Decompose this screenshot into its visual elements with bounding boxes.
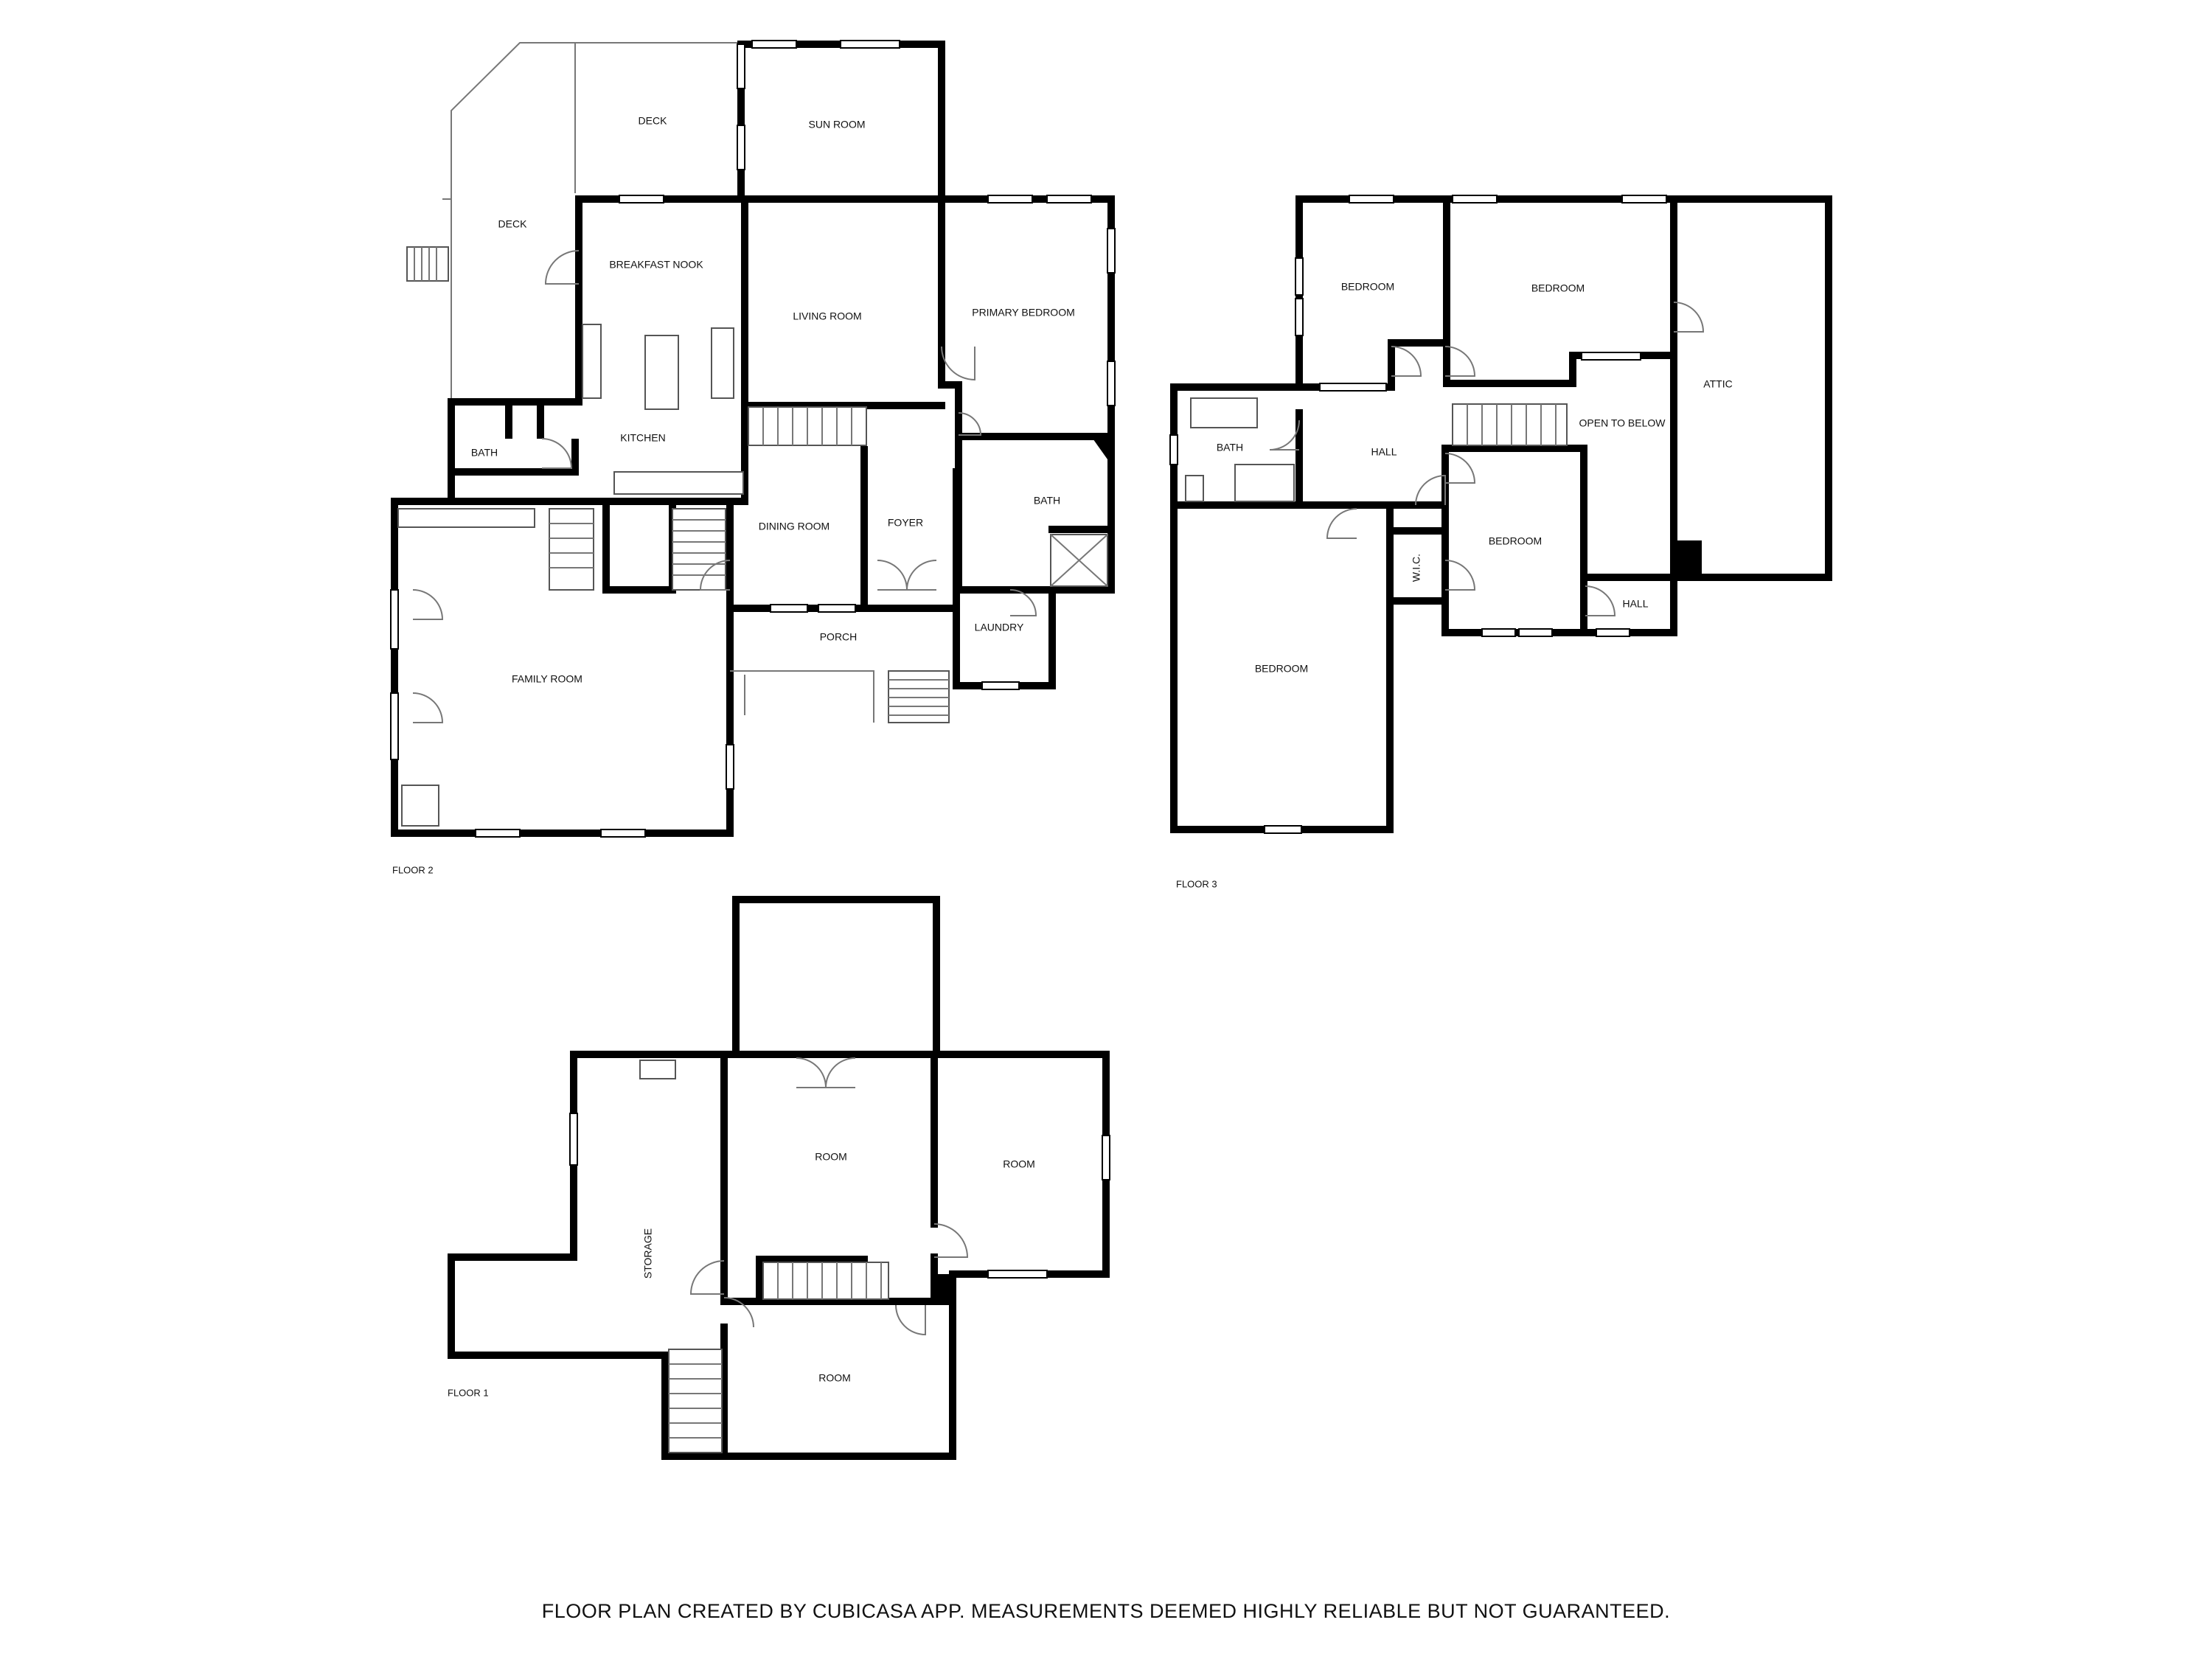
family-stair bbox=[549, 508, 594, 591]
kitchen-island bbox=[644, 335, 679, 410]
room-label-wic: W.I.C. bbox=[1411, 554, 1422, 582]
room-label-hall-2: HALL bbox=[1622, 598, 1648, 610]
floor-label-floor-3: FLOOR 3 bbox=[1176, 878, 1217, 889]
floor-2: DECK DECK SUN ROOM BREAKFAST NOOK LIVING… bbox=[390, 40, 1116, 875]
floor2-doors bbox=[412, 250, 1037, 723]
floor-label-floor-2: FLOOR 2 bbox=[392, 864, 434, 875]
floor3-windows bbox=[1169, 195, 1667, 834]
room-label-room-bottom: ROOM bbox=[818, 1372, 851, 1384]
room-label-dining-room: DINING ROOM bbox=[759, 521, 830, 532]
floor3-stair bbox=[1452, 403, 1568, 446]
floor1-windows bbox=[569, 1113, 1110, 1279]
floor1-top-box bbox=[732, 896, 940, 1058]
room-label-room-right: ROOM bbox=[1003, 1158, 1035, 1170]
floor2-windows bbox=[390, 40, 1116, 838]
room-label-sun-room: SUN ROOM bbox=[809, 119, 866, 131]
kitchen-stair bbox=[672, 508, 726, 591]
room-label-room-center: ROOM bbox=[815, 1151, 847, 1163]
deck-left-outline bbox=[451, 42, 576, 398]
floor3-doors bbox=[1269, 302, 1705, 616]
room-label-porch: PORCH bbox=[820, 631, 858, 643]
room-label-kitchen: KITCHEN bbox=[620, 432, 665, 444]
room-label-attic: ATTIC bbox=[1703, 378, 1732, 390]
room-label-living-room: LIVING ROOM bbox=[793, 310, 861, 322]
floor-label-floor-1: FLOOR 1 bbox=[448, 1387, 489, 1398]
room-label-bath-right: BATH bbox=[1034, 495, 1060, 507]
room-label-breakfast-nook: BREAKFAST NOOK bbox=[609, 259, 703, 271]
room-label-open-to-below: OPEN TO BELOW bbox=[1579, 417, 1666, 429]
floor2-lower-exterior bbox=[391, 195, 1056, 837]
floor1-exit-stair bbox=[668, 1349, 723, 1453]
room-label-bedroom-2: BEDROOM bbox=[1531, 282, 1585, 294]
room-label-laundry: LAUNDRY bbox=[975, 622, 1024, 633]
floor3-exterior bbox=[1170, 195, 1832, 833]
room-label-bedroom-4: BEDROOM bbox=[1255, 663, 1308, 675]
fireplace bbox=[401, 785, 439, 827]
deck-stair bbox=[406, 246, 449, 282]
floor-3: BEDROOM BEDROOM ATTIC BATH HALL OPEN TO … bbox=[1169, 195, 1832, 889]
room-label-storage: STORAGE bbox=[642, 1228, 654, 1279]
room-label-deck-left: DECK bbox=[498, 218, 528, 230]
floor1-exterior bbox=[448, 1051, 1110, 1460]
floor1-stair bbox=[762, 1262, 889, 1300]
room-label-foyer: FOYER bbox=[888, 517, 923, 529]
footer-disclaimer: FLOOR PLAN CREATED BY CUBICASA APP. MEAS… bbox=[541, 1600, 1671, 1622]
room-label-hall-1: HALL bbox=[1371, 446, 1397, 458]
room-label-bath-floor3: BATH bbox=[1217, 442, 1243, 453]
floor-1: STORAGE ROOM ROOM ROOM FLOOR 1 bbox=[448, 896, 1110, 1460]
room-label-bedroom-1: BEDROOM bbox=[1341, 281, 1394, 293]
attic-block bbox=[1674, 540, 1702, 577]
room-label-family-room: FAMILY ROOM bbox=[512, 673, 582, 685]
floor3-tub bbox=[1234, 464, 1295, 502]
room-label-deck-top: DECK bbox=[639, 115, 668, 127]
room-label-bedroom-3: BEDROOM bbox=[1489, 535, 1542, 547]
floor1-doors bbox=[689, 1057, 969, 1336]
room-label-bath-left: BATH bbox=[471, 447, 498, 459]
room-label-primary-bedroom: PRIMARY BEDROOM bbox=[972, 307, 1075, 319]
